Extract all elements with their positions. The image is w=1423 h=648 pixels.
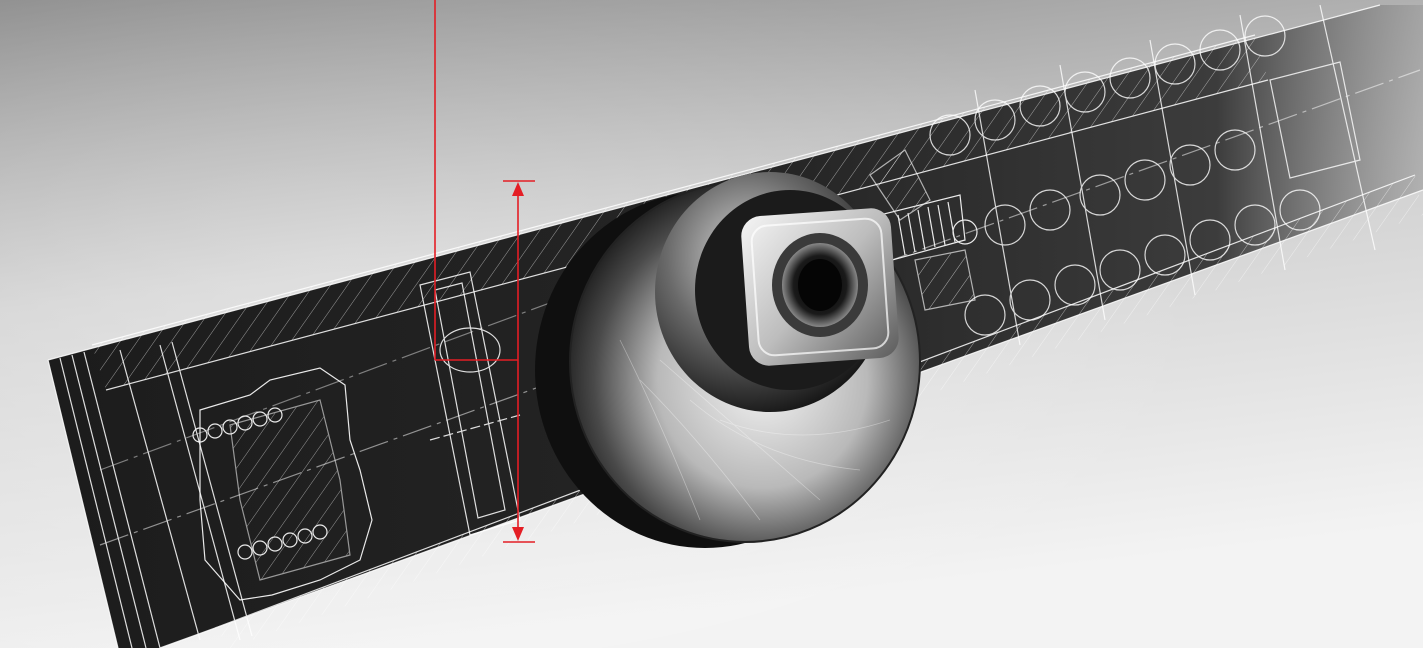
dimension-callout <box>434 0 535 543</box>
guide-block <box>419 271 521 536</box>
eccentric-roller <box>535 172 921 548</box>
ball-cage <box>929 4 1376 346</box>
spring-coils-bottom <box>237 524 328 560</box>
square-nut <box>741 208 899 366</box>
spring-section <box>192 367 373 601</box>
spring-coils-top <box>192 407 283 443</box>
adjust-screw <box>869 149 978 311</box>
